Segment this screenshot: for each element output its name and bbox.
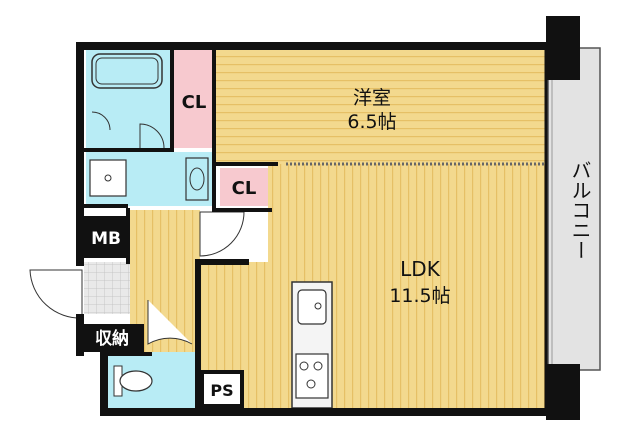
ps-label: PS xyxy=(210,381,233,400)
closet-upper xyxy=(174,50,214,148)
entrance-door xyxy=(29,269,83,319)
western-room-name: 洋室 xyxy=(353,87,391,109)
entrance-tile xyxy=(84,262,130,314)
storage-tag xyxy=(80,324,144,352)
toilet-icon xyxy=(113,365,153,397)
mb-label: MB xyxy=(91,229,121,249)
ldk-door xyxy=(199,211,245,257)
western-room-floor xyxy=(214,50,546,164)
closet-lower-label: CL xyxy=(232,178,257,199)
toilet-door xyxy=(147,300,193,345)
washing-machine-pan-icon xyxy=(89,159,127,197)
washbasin-icon xyxy=(185,157,209,201)
western-room-size: 6.5帖 xyxy=(347,111,396,133)
ldk-size: 11.5帖 xyxy=(389,285,450,307)
mb-tag xyxy=(84,216,128,258)
door-swing-icon xyxy=(91,111,165,149)
sink-icon xyxy=(297,289,327,325)
ldk-name: LDK xyxy=(400,257,441,281)
balcony-label: バルコニー xyxy=(568,160,592,260)
bathtub-icon xyxy=(91,53,163,89)
closet-lower xyxy=(220,168,268,206)
closet-upper-label: CL xyxy=(182,92,207,113)
ps-box xyxy=(200,370,244,408)
stove-icon xyxy=(295,353,329,399)
balcony xyxy=(547,47,601,371)
storage-label: 収納 xyxy=(95,328,129,349)
